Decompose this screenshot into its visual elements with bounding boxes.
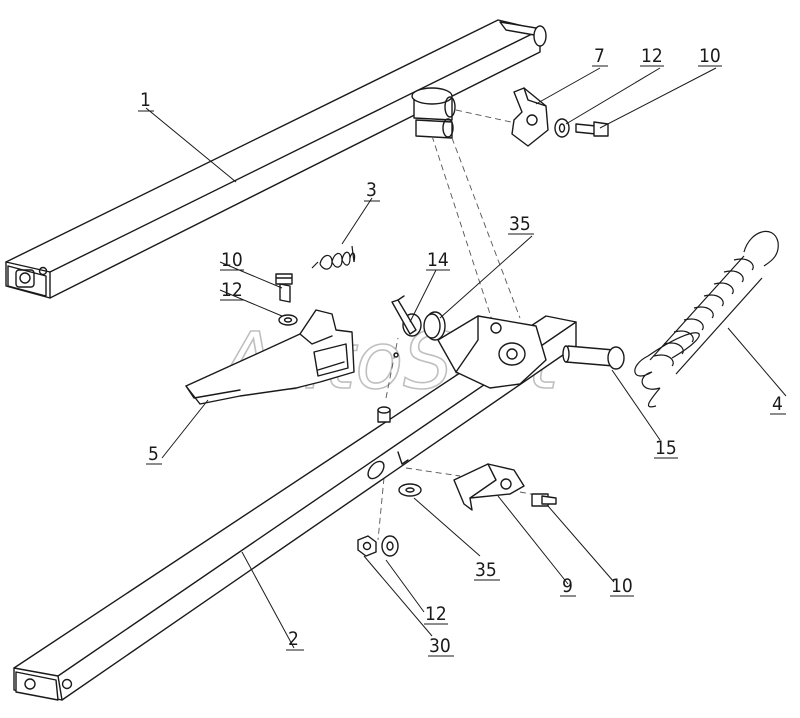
part-12-washer-left — [278, 314, 298, 326]
callout-1: 1 — [140, 89, 151, 111]
hinge-bushings — [411, 87, 456, 139]
callout-5: 5 — [148, 443, 159, 465]
part-12-washer-upper — [554, 118, 570, 138]
callout-12-left: 12 — [221, 279, 243, 301]
callout-12-lower: 12 — [425, 603, 447, 625]
callout-underlines — [138, 65, 786, 657]
callout-12-upper: 12 — [641, 45, 663, 67]
part-3-small-spring — [311, 245, 356, 270]
part-14-cotter-pin — [391, 295, 417, 335]
part-30-nut — [357, 535, 377, 557]
part-35-washer-lower — [398, 483, 422, 497]
callout-35-upper: 35 — [509, 213, 531, 235]
part-4-large-spring — [634, 230, 779, 408]
leader-lines — [145, 67, 787, 649]
callout-30: 30 — [429, 635, 451, 657]
bushing — [377, 406, 391, 423]
part-10-bolt-lower — [531, 493, 557, 507]
callout-3: 3 — [366, 179, 377, 201]
callout-15: 15 — [655, 437, 677, 459]
part-5-lever — [185, 309, 399, 405]
part-15-pin — [562, 345, 625, 370]
part-1-upper-tube — [5, 19, 547, 299]
callout-7: 7 — [594, 45, 605, 67]
callout-14: 14 — [427, 249, 449, 271]
callout-labels: 1 2 3 4 5 7 9 10 10 10 12 12 12 14 15 30… — [140, 45, 783, 657]
callout-10-left: 10 — [221, 249, 243, 271]
callout-35-lower: 35 — [475, 559, 497, 581]
part-35-washer-upper — [423, 313, 441, 339]
part-10-bolt-upper — [575, 121, 609, 137]
callout-10-lower: 10 — [611, 575, 633, 597]
callout-10-upper: 10 — [699, 45, 721, 67]
part-2-lower-tube — [13, 315, 577, 701]
part-10-bolt-left — [275, 273, 293, 303]
callout-9: 9 — [562, 575, 573, 597]
part-7-bracket — [511, 87, 549, 147]
part-12-washer-lower — [381, 535, 399, 557]
part-9-bracket — [453, 463, 525, 511]
callout-2: 2 — [288, 628, 299, 650]
callout-4: 4 — [772, 393, 783, 415]
